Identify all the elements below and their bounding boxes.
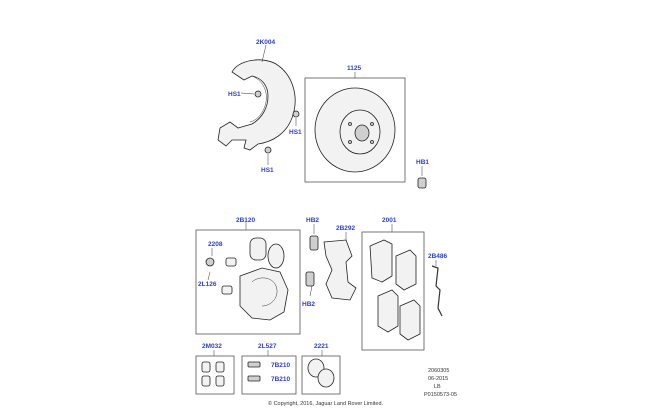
brake-pad-3[interactable] [377,289,399,333]
dust-shield-group: 2K004 HS1 HS1 HS1 [217,39,302,174]
bleed-screw[interactable] [205,257,215,267]
carrier-group: HB2 2B292 HB2 [302,217,357,308]
callout-2208[interactable]: 2208 [208,241,223,248]
wear-sensor[interactable] [431,265,443,317]
callout-1125[interactable]: 1125 [347,65,361,72]
seal-kit-group: 2221 [301,343,341,395]
callout-7B210-a[interactable]: 7B210 [271,362,291,369]
callout-2M032[interactable]: 2M032 [202,343,222,350]
meta-code: 2060305 [428,368,449,374]
disc-screw-hb1[interactable] [417,177,427,189]
meta-region: LB [434,384,441,390]
carrier-bolt-top[interactable] [309,235,319,251]
piston-seal[interactable] [267,243,285,269]
meta-date: 06-2015 [428,376,448,382]
callout-7B210-b[interactable]: 7B210 [271,376,291,383]
caliper-group: 2B120 2208 2L126 [195,217,301,335]
bolt-hs1-bottom[interactable] [264,146,272,154]
pin-kit-box [195,355,235,395]
callout-2221[interactable]: 2221 [314,343,329,350]
caliper-carrier[interactable] [323,239,357,301]
callout-2K004[interactable]: 2K004 [256,39,276,46]
callout-hs1-mid[interactable]: HS1 [289,129,302,136]
callout-2001[interactable]: 2001 [382,217,397,224]
piston-cylinder[interactable] [249,237,267,261]
callout-2B120[interactable]: 2B120 [236,217,256,224]
pads-box [361,231,425,351]
brake-disc-hub [354,124,370,142]
brake-pad-4[interactable] [399,299,421,341]
dust-shield-inner [249,75,267,123]
seal-kit-box [301,355,341,395]
caliper-body[interactable] [239,267,289,321]
diagram-meta: 2060305 06-2015 LB P0150573-05 [424,368,457,398]
callout-hs1-top[interactable]: HS1 [228,91,241,98]
callout-2B486[interactable]: 2B486 [428,253,448,260]
pads-group: 2001 2B486 [361,217,448,351]
brake-pad-2[interactable] [395,249,417,291]
brake-disc-group: 1125 HB1 [304,65,429,189]
brake-pad-1[interactable] [369,239,393,283]
dust-shield[interactable] [217,59,296,151]
copyright: © Copyright, 2016, Jaguar Land Rover Lim… [268,400,384,407]
callout-hs1-bottom[interactable]: HS1 [261,167,274,174]
carrier-bolt-bottom[interactable] [305,271,315,287]
callout-hb2-top[interactable]: HB2 [306,217,319,224]
callout-2B292[interactable]: 2B292 [336,225,356,232]
callout-hb2-bottom[interactable]: HB2 [302,301,315,308]
bolt-hs1-top[interactable] [254,90,262,98]
guide-kit-group: 2L527 7B210 7B210 [241,343,297,395]
callout-2L527[interactable]: 2L527 [258,343,277,350]
guide-pin-a[interactable] [225,257,237,267]
caliper-box [195,229,301,335]
callout-2L126[interactable]: 2L126 [198,281,217,288]
guide-kit-box [241,355,297,395]
bolt-hs1-mid[interactable] [292,110,300,118]
callout-hb1[interactable]: HB1 [416,159,429,166]
pin-kit-group: 2M032 [195,343,235,395]
guide-pin-b[interactable] [221,285,233,295]
meta-ref: P0150573-05 [424,392,457,398]
